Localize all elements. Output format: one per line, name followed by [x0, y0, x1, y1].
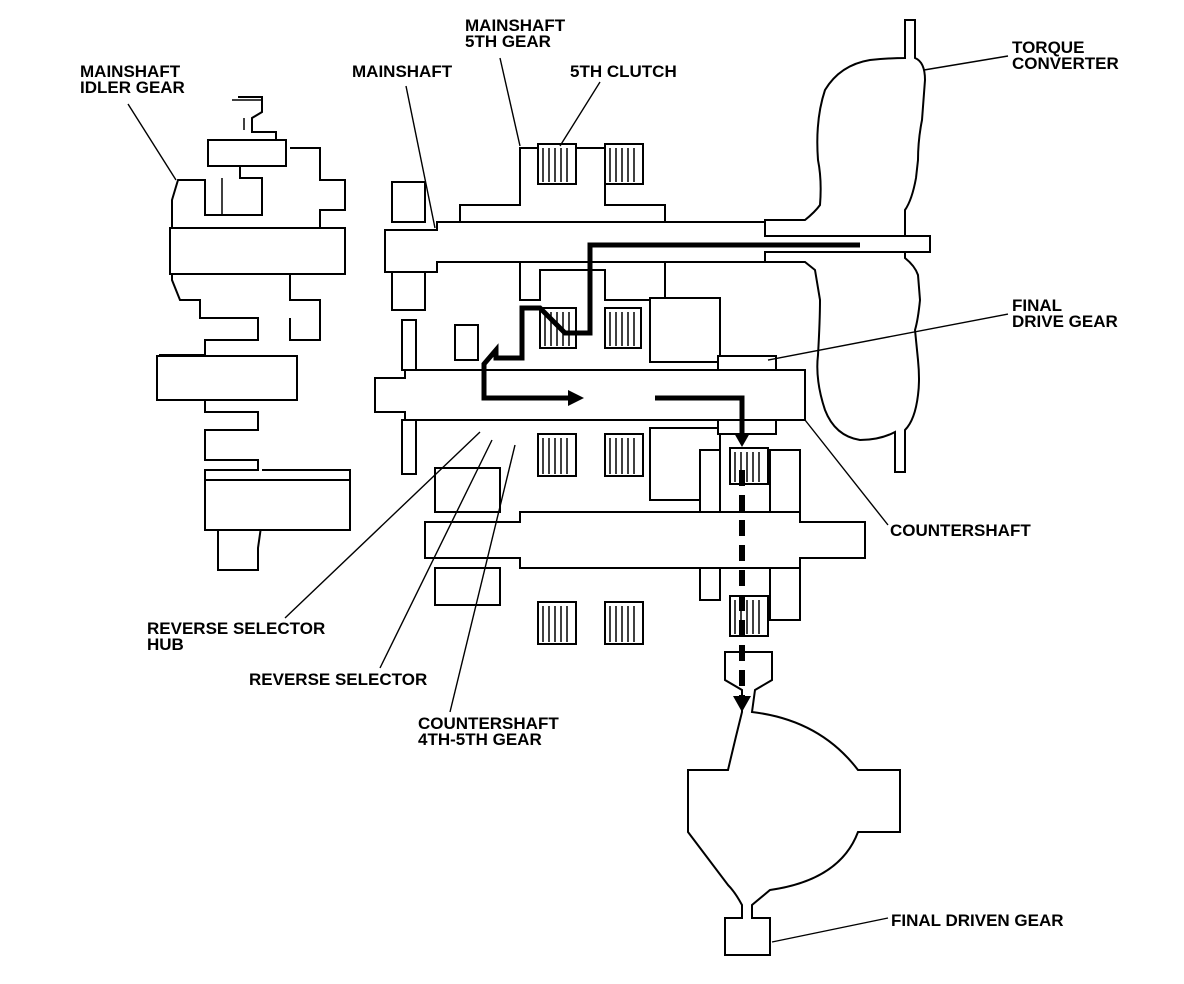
label-mainshaft-5th-gear: MAINSHAFT 5TH GEAR — [465, 16, 570, 51]
label-final-drive-gear: FINAL DRIVE GEAR — [1012, 296, 1118, 331]
label-reverse-selector: REVERSE SELECTOR — [249, 670, 427, 689]
label-torque-converter: TORQUE CONVERTER — [1012, 38, 1119, 73]
differential-assembly — [687, 651, 901, 956]
label-countershaft: COUNTERSHAFT — [890, 521, 1031, 540]
label-reverse-selector-hub: REVERSE SELECTOR HUB — [147, 619, 330, 654]
secondary-shaft-assembly — [424, 449, 866, 621]
power-flow-path — [481, 242, 860, 712]
leader-lines — [127, 55, 1009, 943]
label-mainshaft-idler-gear: MAINSHAFT IDLER GEAR — [80, 62, 185, 97]
label-countershaft-4th-5th-gear: COUNTERSHAFT 4TH-5TH GEAR — [418, 714, 563, 749]
label-mainshaft: MAINSHAFT — [352, 62, 453, 81]
clutch-packs — [537, 143, 769, 645]
label-final-driven-gear: FINAL DRIVEN GEAR — [891, 911, 1064, 930]
label-5th-clutch: 5TH CLUTCH — [570, 62, 677, 81]
idler-gear-assembly — [156, 96, 351, 571]
